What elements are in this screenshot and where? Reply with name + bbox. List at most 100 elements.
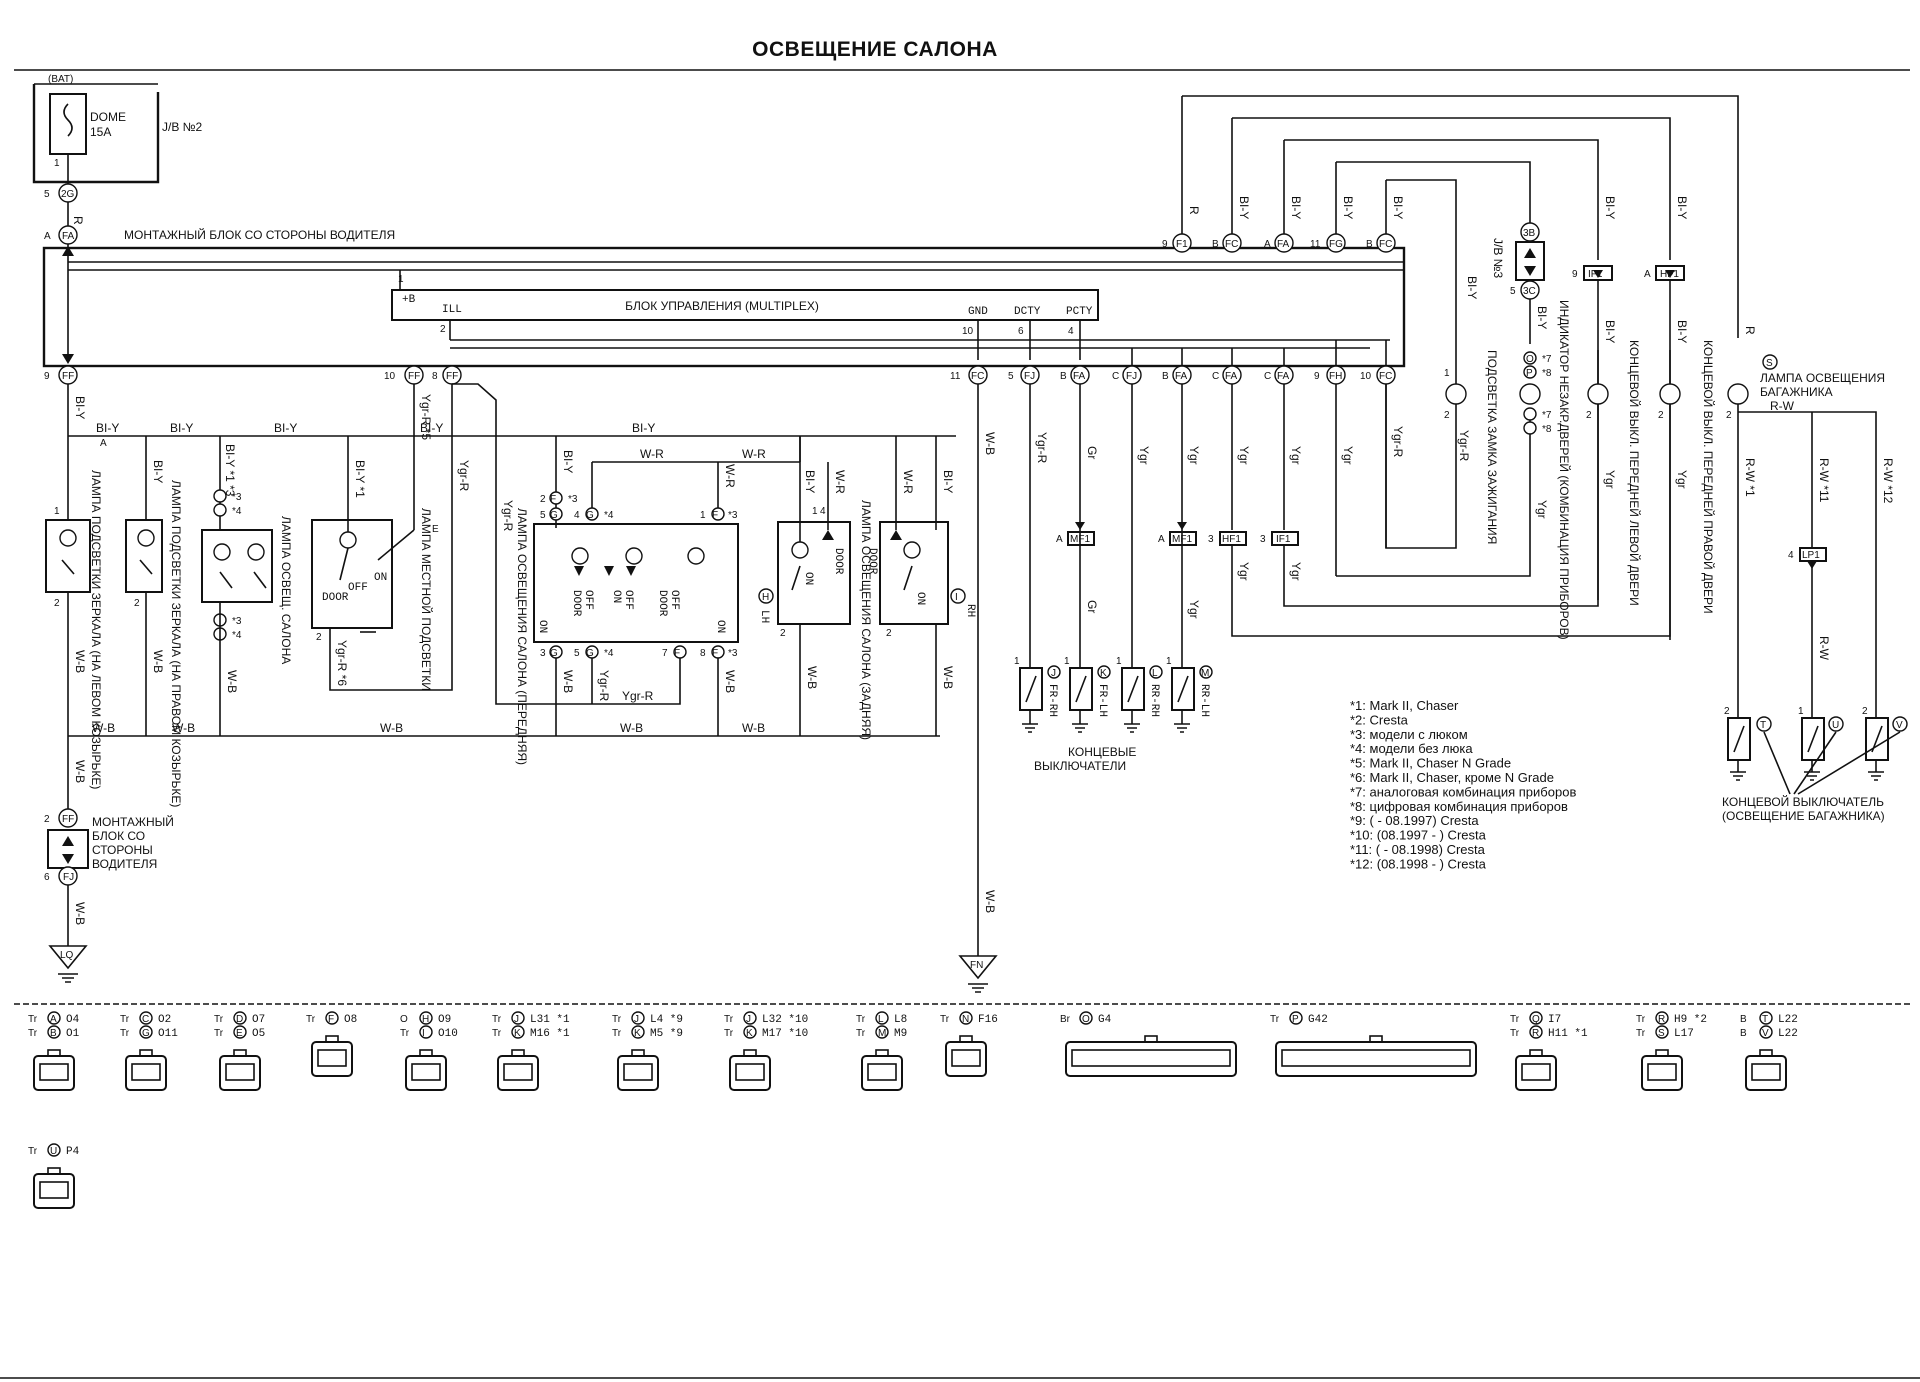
footnote: *12: (08.1998 - ) Cresta <box>1350 856 1487 871</box>
svg-text:OFF: OFF <box>668 590 680 610</box>
svg-text:2: 2 <box>540 494 546 505</box>
svg-text:Ygr: Ygr <box>1341 446 1355 465</box>
connector-code: G42 <box>1308 1014 1328 1026</box>
connector-color: Tr <box>1510 1014 1520 1025</box>
connector-shape <box>1065 1041 1237 1077</box>
svg-text:DOOR: DOOR <box>832 548 844 575</box>
svg-text:6: 6 <box>44 872 50 883</box>
svg-text:*8: *8 <box>1542 368 1552 379</box>
svg-text:FF: FF <box>62 371 74 382</box>
svg-text:FR-RH: FR-RH <box>1046 684 1058 717</box>
svg-text:FF: FF <box>446 371 458 382</box>
right-components: 12 ПОДСВЕТКА ЗАМКА ЗАЖИГАНИЯ Ygr-R O*7 P… <box>1444 300 1908 823</box>
svg-text:K: K <box>1100 668 1107 679</box>
connector-letter-circle <box>419 1025 433 1039</box>
connector-letter: P <box>1292 1014 1299 1025</box>
connector-letter: K <box>746 1028 753 1039</box>
connector-color: Tr <box>28 1028 38 1039</box>
fuse-rating: 15A <box>90 125 111 139</box>
footnote: *8: цифровая комбинация приборов <box>1350 799 1568 814</box>
svg-text:ON: ON <box>714 620 726 633</box>
svg-text:W-R: W-R <box>640 447 664 461</box>
svg-text:FC: FC <box>1225 239 1238 250</box>
connector-latch <box>47 1167 61 1175</box>
svg-text:FN: FN <box>970 960 983 971</box>
trunk-switch-label: КОНЦЕВОЙ ВЫКЛЮЧАТЕЛЬ <box>1722 794 1884 809</box>
svg-text:МОНТАЖНЫЙ: МОНТАЖНЫЙ <box>92 814 174 829</box>
svg-text:ON: ON <box>914 592 926 605</box>
connector-code: M16 *1 <box>530 1028 570 1040</box>
svg-text:2: 2 <box>780 628 786 639</box>
connector-color: Tr <box>612 1014 622 1025</box>
connector-color: Tr <box>1510 1028 1520 1039</box>
trunk-lamp-label: ЛАМПА ОСВЕЩЕНИЯ <box>1760 371 1885 385</box>
lower-driver-block: FF2 FJ6 МОНТАЖНЫЙ БЛОК СО СТОРОНЫ ВОДИТЕ… <box>44 760 998 993</box>
svg-text:W-R: W-R <box>742 447 766 461</box>
connector-pins <box>1647 1063 1677 1081</box>
svg-text:5: 5 <box>540 510 546 521</box>
connector-latch <box>631 1049 645 1057</box>
connector-latch <box>1655 1049 1669 1057</box>
connector-pins <box>951 1049 981 1067</box>
svg-text:IF1: IF1 <box>1276 534 1291 545</box>
svg-text:*7: *7 <box>1542 354 1552 365</box>
svg-text:3: 3 <box>1260 534 1266 545</box>
svg-text:9: 9 <box>1572 269 1578 280</box>
footnote: *9: ( - 08.1997) Cresta <box>1350 813 1479 828</box>
connector-color: Tr <box>492 1028 502 1039</box>
svg-text:10: 10 <box>962 326 974 337</box>
svg-text:1: 1 <box>700 510 706 521</box>
svg-text:S: S <box>1766 358 1773 369</box>
connector-letter: B <box>50 1028 57 1039</box>
svg-text:V: V <box>1896 720 1903 731</box>
lamp-i <box>879 521 949 625</box>
svg-text:ON: ON <box>536 620 548 633</box>
connector-shape <box>1275 1041 1477 1077</box>
svg-text:BI-Y: BI-Y <box>1675 320 1689 343</box>
svg-text:L: L <box>1152 668 1158 679</box>
driver-junction-block: МОНТАЖНЫЙ БЛОК СО СТОРОНЫ ВОДИТЕЛЯ <box>42 227 1406 368</box>
svg-text:W-B: W-B <box>151 650 165 673</box>
svg-text:Ygr: Ygr <box>1187 600 1201 619</box>
svg-text:BI-Y: BI-Y <box>632 421 655 435</box>
svg-text:5: 5 <box>1510 286 1516 297</box>
svg-text:ON: ON <box>802 572 814 585</box>
svg-text:10: 10 <box>384 371 396 382</box>
svg-text:4: 4 <box>1068 326 1074 337</box>
svg-text:Ygr: Ygr <box>1535 500 1549 519</box>
svg-text:6: 6 <box>1018 326 1024 337</box>
svg-text:G: G <box>550 648 558 659</box>
connector-color: B <box>1740 1014 1747 1025</box>
footnote: *4: модели без люка <box>1350 741 1473 756</box>
svg-text:*4: *4 <box>604 648 614 659</box>
connector-color: Tr <box>856 1014 866 1025</box>
svg-text:FG: FG <box>1329 239 1343 250</box>
connector-latch <box>325 1035 339 1043</box>
svg-text:C: C <box>1264 371 1271 382</box>
connector-color: Tr <box>940 1014 950 1025</box>
svg-text:W-B: W-B <box>983 432 997 455</box>
lamp-e-label: ЛАМПА МЕСТНОЙ ПОДСВЕТКИ <box>419 508 434 691</box>
svg-text:Ygr-R: Ygr-R <box>1457 430 1471 462</box>
svg-text:W-R: W-R <box>723 464 737 488</box>
connector-latch <box>1759 1049 1773 1057</box>
svg-text:*3: *3 <box>232 616 242 627</box>
svg-text:F: F <box>550 494 556 505</box>
connector-code: F16 <box>978 1014 998 1026</box>
connector-letter: T <box>1762 1014 1768 1025</box>
svg-text:DOOR: DOOR <box>570 590 582 617</box>
connector-color: Tr <box>306 1014 316 1025</box>
svg-text:1: 1 <box>1116 656 1122 667</box>
connector-code: H11 *1 <box>1548 1028 1588 1040</box>
indicator-op <box>1519 383 1541 405</box>
svg-text:Ygr: Ygr <box>1187 446 1201 465</box>
svg-text:3: 3 <box>1208 534 1214 545</box>
connector-code: L4 *9 <box>650 1014 683 1026</box>
connector-letter-circle <box>47 1011 61 1025</box>
